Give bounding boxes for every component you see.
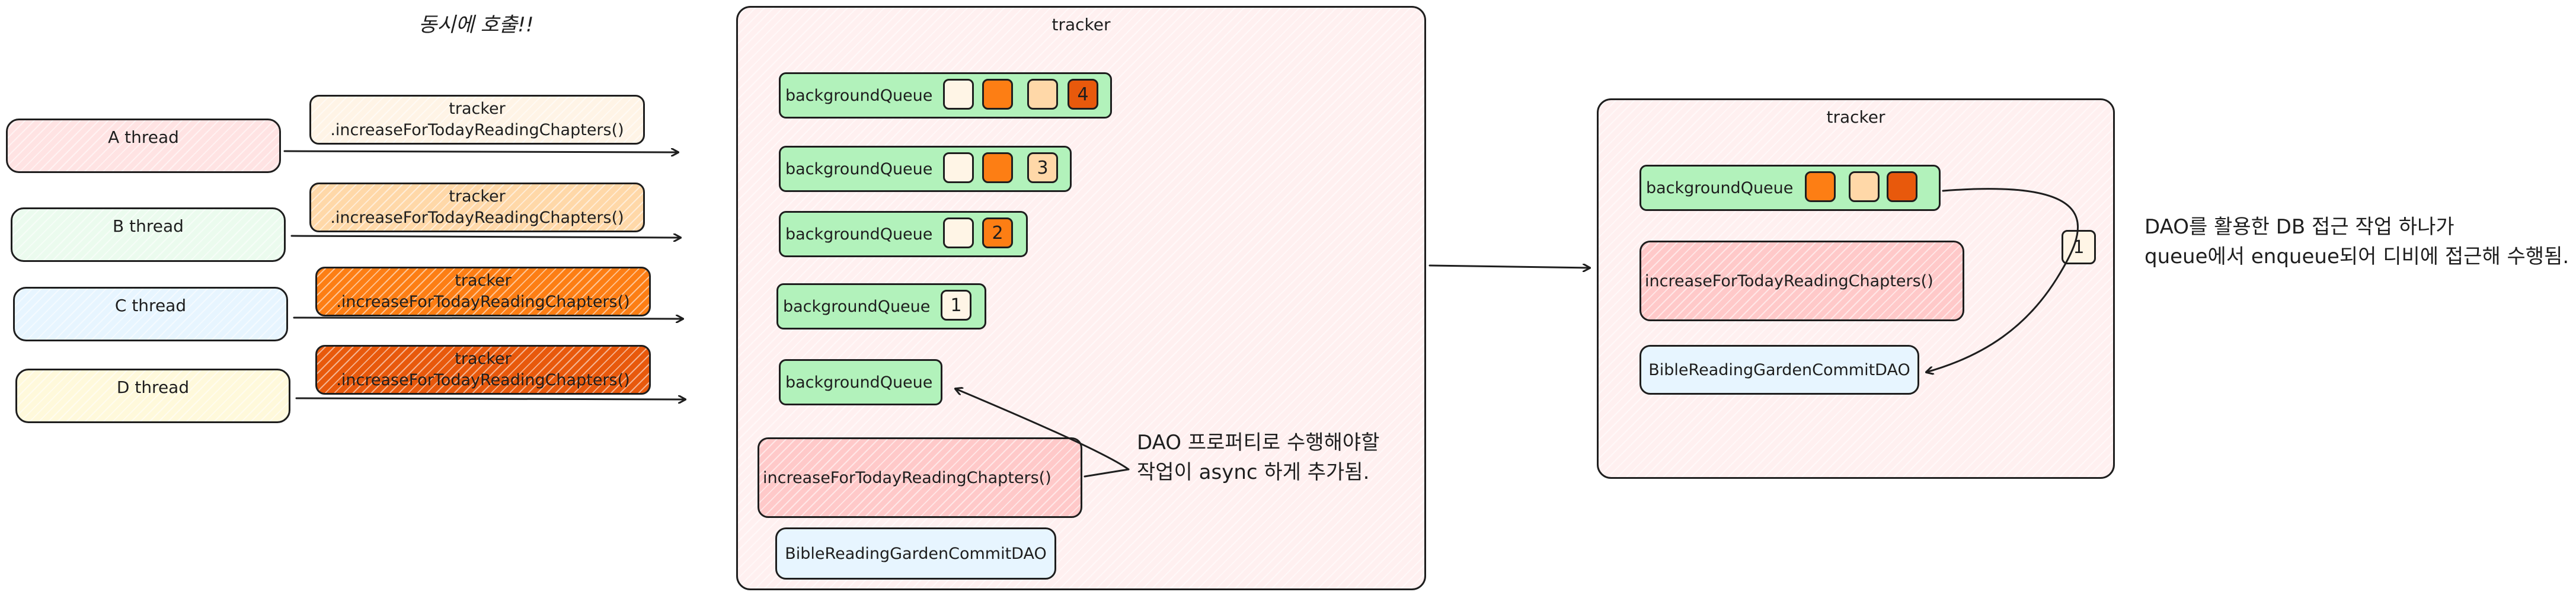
queue-item xyxy=(1849,171,1880,202)
call-c-line2: .increaseForTodayReadingChapters() xyxy=(336,293,630,311)
queue-item-count-3: 3 xyxy=(1027,152,1058,183)
call-d-line2: .increaseForTodayReadingChapters() xyxy=(336,371,630,389)
queue-item xyxy=(982,79,1013,110)
method-box-right: increaseForTodayReadingChapters() xyxy=(1639,241,1964,321)
thread-d: D thread xyxy=(15,369,290,423)
tracker-right-title: tracker xyxy=(1826,107,1885,127)
arrow-tracker-to-tracker xyxy=(1428,265,1590,268)
dao-right-label: BibleReadingGardenCommitDAO xyxy=(1648,360,1910,379)
queue-item xyxy=(943,152,974,183)
queue-item xyxy=(1805,171,1836,202)
queue-state-1: backgroundQueue 1 xyxy=(776,283,986,330)
dao-box-left: BibleReadingGardenCommitDAO xyxy=(775,527,1056,580)
queue-state-4-label: backgroundQueue xyxy=(785,86,933,105)
right-explanation-line1: DAO를 활용한 DB 접근 작업 하나가 xyxy=(2144,215,2454,239)
call-d-line1: tracker xyxy=(455,350,512,368)
arrow-thread-b xyxy=(290,236,680,238)
async-annotation-line2: 작업이 async 하게 추가됨. xyxy=(1137,460,1370,484)
thread-a-label: A thread xyxy=(108,127,179,147)
thread-c: C thread xyxy=(13,287,288,341)
arrow-annotation-to-method xyxy=(1084,468,1130,478)
queue-state-3-label: backgroundQueue xyxy=(785,159,933,178)
dao-left-label: BibleReadingGardenCommitDAO xyxy=(785,544,1047,563)
queue-state-2-label: backgroundQueue xyxy=(785,225,933,244)
queue-state-empty: backgroundQueue xyxy=(779,359,942,405)
call-d: tracker .increaseForTodayReadingChapters… xyxy=(315,345,651,395)
async-annotation-line1: DAO 프로퍼티로 수행해야할 xyxy=(1137,431,1380,455)
call-b-line1: tracker xyxy=(449,187,506,206)
method-left-label: increaseForTodayReadingChapters() xyxy=(763,468,1052,487)
right-explanation-line2: queue에서 enqueue되어 디비에 접근해 수행됨. xyxy=(2144,245,2569,268)
queue-item-count-1: 1 xyxy=(941,290,971,321)
queue-item xyxy=(943,79,974,110)
queue-item-count-4: 4 xyxy=(1068,79,1098,110)
queue-item xyxy=(1887,171,1917,202)
async-annotation: DAO 프로퍼티로 수행해야할 작업이 async 하게 추가됨. xyxy=(1137,428,1379,487)
queue-item xyxy=(982,152,1013,183)
dao-box-right: BibleReadingGardenCommitDAO xyxy=(1639,345,1919,395)
queue-right: backgroundQueue xyxy=(1639,165,1941,211)
thread-b-label: B thread xyxy=(113,216,184,236)
thread-c-label: C thread xyxy=(114,296,187,315)
right-explanation: DAO를 활용한 DB 접근 작업 하나가 queue에서 enqueue되어 … xyxy=(2144,212,2569,271)
arrow-thread-d xyxy=(295,398,685,399)
queue-right-label: backgroundQueue xyxy=(1646,178,1794,197)
call-b: tracker .increaseForTodayReadingChapters… xyxy=(309,183,645,232)
call-a-line2: .increaseForTodayReadingChapters() xyxy=(330,121,624,139)
arrow-dequeue xyxy=(1926,188,2079,372)
queue-item xyxy=(943,217,974,248)
method-box-left: increaseForTodayReadingChapters() xyxy=(758,437,1082,518)
queue-state-3: backgroundQueue 3 xyxy=(779,146,1072,192)
thread-b: B thread xyxy=(11,207,286,262)
tracker-left-title: tracker xyxy=(1052,15,1111,34)
queue-state-empty-label: backgroundQueue xyxy=(785,373,933,392)
arrow-thread-a xyxy=(283,151,678,152)
method-right-label: increaseForTodayReadingChapters() xyxy=(1645,271,1933,290)
call-a: tracker .increaseForTodayReadingChapters… xyxy=(309,95,645,145)
queue-item xyxy=(1027,79,1058,110)
queue-state-1-label: backgroundQueue xyxy=(783,297,931,316)
arrow-thread-c xyxy=(293,318,683,319)
thread-a: A thread xyxy=(6,119,281,173)
call-a-line1: tracker xyxy=(449,100,506,118)
queue-state-4: backgroundQueue 4 xyxy=(779,72,1112,119)
thread-d-label: D thread xyxy=(116,378,190,397)
concurrent-call-note: 동시에 호출!! xyxy=(418,13,534,37)
call-c: tracker .increaseForTodayReadingChapters… xyxy=(315,267,651,316)
call-c-line1: tracker xyxy=(455,271,512,290)
queue-item-count-2: 2 xyxy=(982,217,1013,248)
call-b-line2: .increaseForTodayReadingChapters() xyxy=(330,209,624,227)
queue-state-2: backgroundQueue 2 xyxy=(779,211,1028,257)
arrow-annotation-to-queue xyxy=(955,389,1130,471)
